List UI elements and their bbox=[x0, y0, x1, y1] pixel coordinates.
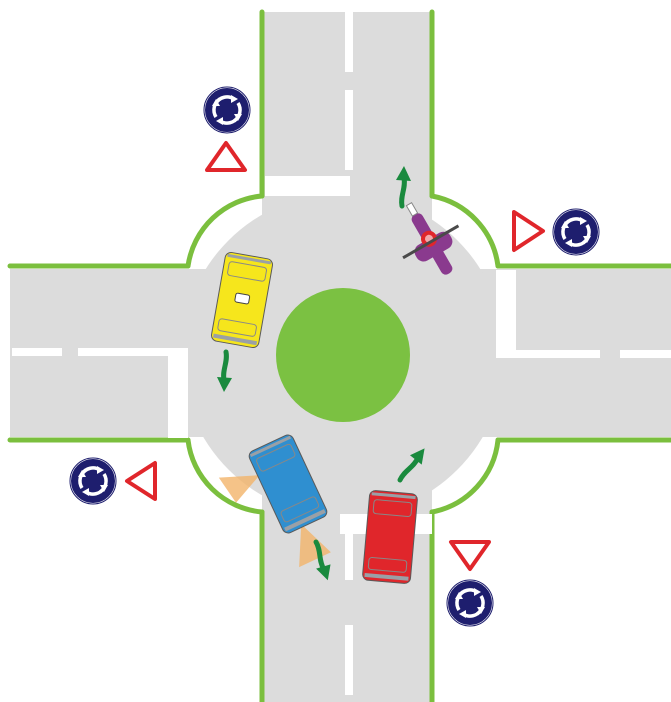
yield-triangle-north bbox=[205, 141, 247, 172]
yield-triangle-west bbox=[125, 461, 157, 501]
verges bbox=[7, 9, 671, 702]
red-car bbox=[362, 490, 418, 584]
roundabout-sign-south bbox=[445, 578, 495, 628]
roundabout-sign-west bbox=[68, 456, 118, 506]
yield-triangle-east bbox=[512, 210, 545, 252]
central-island bbox=[276, 288, 410, 422]
roundabout-sign-north bbox=[202, 85, 252, 135]
blue-car bbox=[218, 434, 331, 568]
motorcycle-rider bbox=[402, 201, 460, 275]
yellow-car bbox=[211, 251, 273, 349]
yield-triangle-south bbox=[449, 540, 491, 571]
roundabout-sign-east bbox=[551, 207, 601, 257]
